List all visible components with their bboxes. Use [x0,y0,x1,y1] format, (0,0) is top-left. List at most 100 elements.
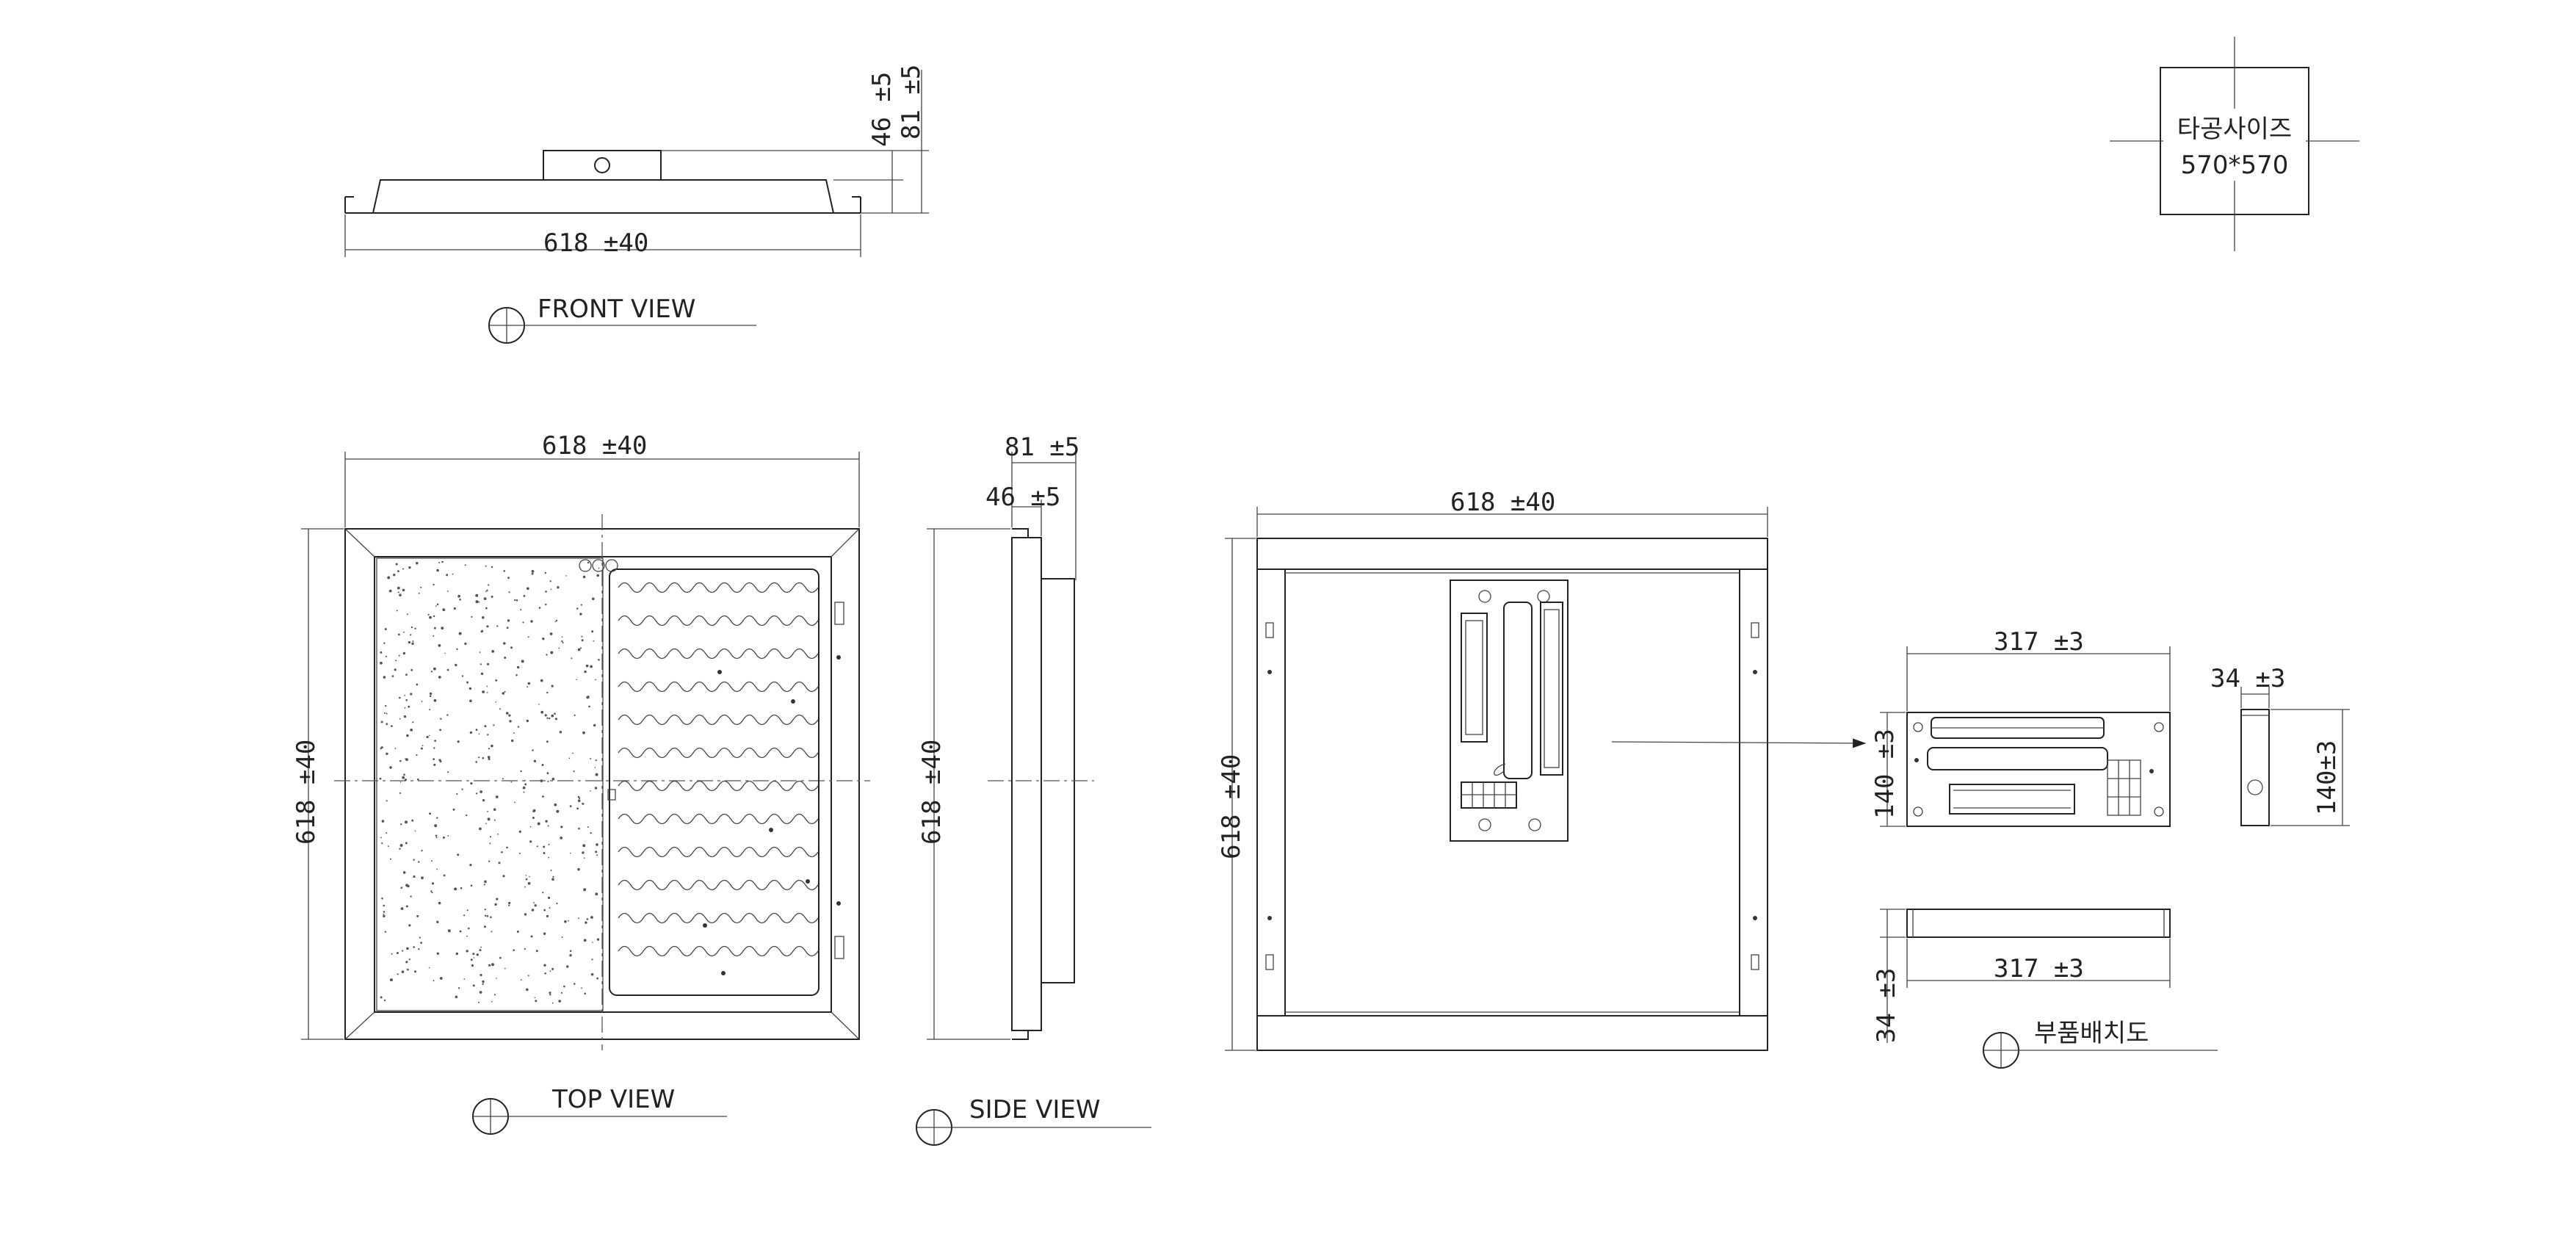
speckle-dot [550,651,554,654]
speckle-dot [552,875,554,878]
led-wave-row [618,615,819,627]
speckle-dot [435,834,438,837]
speckle-dot [582,731,585,734]
speckle-dot [558,647,560,649]
speckle-dot [561,936,563,938]
ballast-3 [1540,602,1563,776]
speckle-dot [491,596,493,598]
led-wave-row [618,912,819,924]
speckle-dot [459,930,462,933]
comp-bottom-height-dim: 34 ±3 [1872,968,1901,1043]
speckle-dot [586,918,589,920]
speckle-dot [420,747,423,750]
speckle-dot [402,568,405,570]
speckle-dot [549,970,551,972]
speckle-dot [521,660,524,663]
speckle-dot [590,758,592,759]
speckle-dot [513,732,515,734]
cutout-size: 570*570 [2181,151,2289,180]
speckle-dot [431,882,435,885]
front-width-dim: 618 ±40 [543,228,648,258]
speckle-dot [469,731,473,734]
speckle-dot [404,695,405,696]
speckle-dot [596,843,598,846]
speckle-dot [582,802,585,805]
speckle-dot [499,708,501,710]
speckle-dot [493,819,496,821]
speckle-dot [522,786,526,790]
speckle-dot [513,949,515,951]
speckle-dot [475,729,478,731]
speckle-dot [478,601,480,603]
speckle-dot [431,892,433,894]
speckle-dot [457,740,460,743]
speckle-dot [484,725,487,728]
board-hole [791,699,795,704]
speckle-dot [475,593,479,597]
speckle-dot [577,795,580,798]
speckle-dot [583,888,587,892]
speckle-dot [520,609,522,610]
speckle-dot [410,668,413,671]
speckle-dot [510,646,513,649]
speckle-dot [379,777,382,780]
speckle-dot [583,939,587,942]
speckle-dot [507,619,510,622]
speckle-dot [571,657,573,660]
speckle-dot [405,842,408,845]
speckle-dot [454,887,457,891]
speckle-dot [559,731,562,734]
speckle-dot [545,603,547,606]
speckle-dot [456,648,458,650]
speckle-dot [534,997,536,999]
led-wave-pattern [618,582,819,975]
speckle-dot [549,580,551,582]
speckle-dot [479,991,482,994]
speckle-dot [488,584,490,586]
speckle-dot [446,591,449,592]
speckle-dot [576,679,577,681]
speckle-dot [580,604,583,606]
ballast-1 [1461,613,1488,743]
speckle-dot [431,860,433,862]
speckle-dot [555,619,558,622]
speckle-dot [581,987,582,989]
speckle-dot [470,958,473,961]
side-view-title: SIDE VIEW [969,1095,1100,1124]
speckle-dot [486,692,488,693]
top-view-label: TOP VIEW [472,1085,727,1135]
speckle-dot [510,781,513,783]
speckle-dot [414,970,416,973]
speckle-dot [399,718,401,720]
speckle-dot [540,679,543,682]
speckle-dot [401,887,403,889]
speckle-dot [527,686,529,688]
speckle-dot [569,954,572,957]
speckle-dot [384,931,387,933]
speckle-dot [406,734,409,737]
speckle-dot [594,787,598,790]
comp-width-dim: 317 ±3 [1994,627,2084,657]
speckle-dot [405,758,406,759]
speckle-dot [480,973,482,977]
speckle-dot [574,983,576,985]
speckle-dot [576,607,579,610]
component-bottom: 317 ±3 34 ±3 [1872,909,2171,1043]
speckle-dot [531,572,534,575]
speckle-dot [469,864,472,867]
speckle-dot [485,591,487,593]
speckle-dot [468,927,470,930]
speckle-dot [383,913,385,915]
speckle-dot [595,892,598,896]
speckle-dot [389,978,393,982]
speckle-dot [502,778,504,780]
speckle-dot [490,916,492,919]
speckle-dot [399,781,402,783]
speckle-dot [564,920,567,923]
speckle-dot [534,904,537,907]
speckle-dot [380,837,382,839]
speckle-dot [403,715,407,718]
speckle-dot [457,594,460,598]
speckle-dot [560,837,563,840]
speckle-dot [480,946,482,948]
